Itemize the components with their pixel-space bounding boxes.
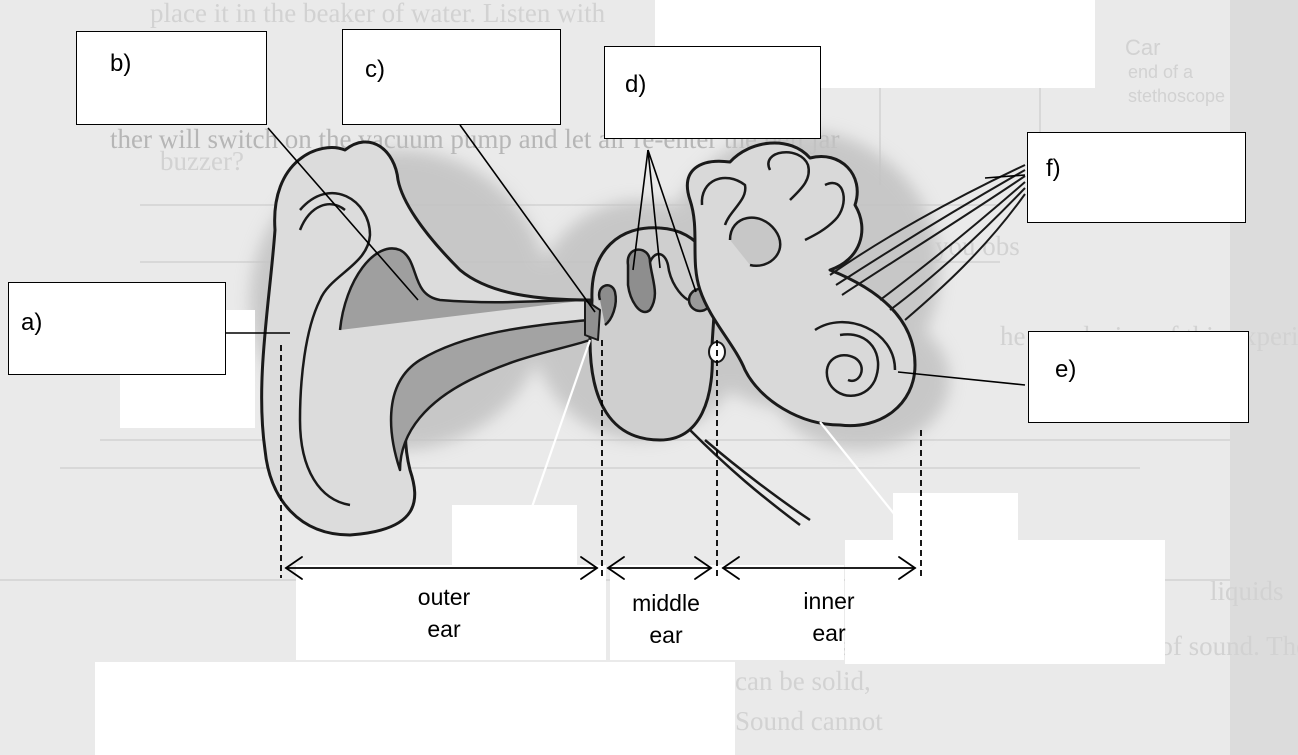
label-e: e): [1055, 356, 1076, 384]
bg-line-9: Sound cannot: [735, 706, 883, 736]
label-box-a[interactable]: a): [8, 282, 226, 375]
inner-ear-line2: ear: [770, 617, 888, 649]
side-note-2: end of a: [1128, 62, 1194, 82]
middle-ear-label: middle ear: [608, 587, 724, 651]
label-c: c): [365, 56, 385, 84]
label-box-f[interactable]: f): [1027, 132, 1246, 223]
bg-line-8: can be solid,: [735, 666, 871, 696]
outer-ear-line2: ear: [384, 613, 504, 645]
bg-line-3: buzzer?: [160, 146, 244, 176]
label-d: d): [625, 71, 646, 99]
outer-ear-line1: outer: [384, 581, 504, 613]
inner-ear-label: inner ear: [770, 585, 888, 649]
white-patch-eardrum: [452, 505, 577, 565]
label-f: f): [1046, 155, 1061, 183]
side-note-1: Car: [1125, 35, 1160, 60]
label-box-e[interactable]: e): [1028, 331, 1249, 423]
side-note-3: stethoscope: [1128, 86, 1225, 106]
inner-ear-line1: inner: [770, 585, 888, 617]
white-patch-bottom: [95, 662, 735, 755]
label-b: b): [110, 50, 131, 78]
middle-ear-line1: middle: [608, 587, 724, 619]
outer-ear-label: outer ear: [384, 581, 504, 645]
bg-line-1: place it in the beaker of water. Listen …: [150, 0, 606, 28]
label-box-d[interactable]: d): [604, 46, 821, 139]
label-a: a): [21, 309, 42, 337]
white-patch-right: [845, 540, 1165, 664]
label-box-c[interactable]: c): [342, 29, 561, 125]
label-box-b[interactable]: b): [76, 31, 267, 125]
middle-ear-line2: ear: [608, 619, 724, 651]
